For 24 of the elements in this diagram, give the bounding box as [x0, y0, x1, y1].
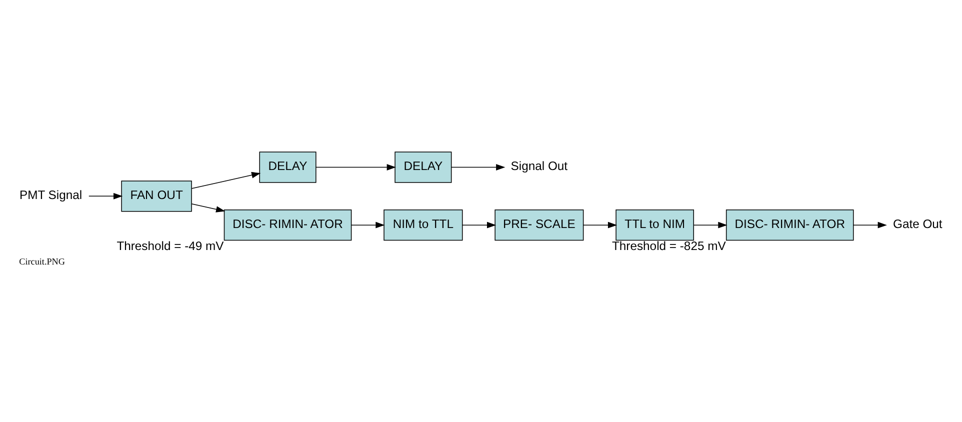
- node-box: PRE- SCALE: [494, 209, 584, 241]
- node-box: DELAY: [259, 152, 316, 183]
- arrow: [693, 222, 728, 228]
- node-box: TTL to NIM: [616, 209, 694, 241]
- caption: Circuit.PNG: [19, 256, 65, 266]
- arrow: [350, 222, 385, 228]
- node-box: DELAY: [394, 152, 452, 183]
- node-text: Signal Out: [510, 159, 568, 174]
- node-box: DISC- RIMIN- ATOR: [726, 209, 854, 241]
- node-label: Threshold = -825 mV: [612, 239, 726, 254]
- node-text: Gate Out: [893, 216, 942, 231]
- arrow: [462, 222, 496, 228]
- arrow: [88, 192, 123, 200]
- arrow: [316, 164, 396, 170]
- arrow: [451, 164, 506, 170]
- node-label: Threshold = -49 mV: [116, 239, 224, 254]
- node-text: PMT Signal: [20, 188, 82, 202]
- node-box: FAN OUT: [121, 180, 192, 212]
- node-box: NIM to TTL: [384, 209, 463, 241]
- arrow: [853, 222, 887, 228]
- node-box: DISC- RIMIN- ATOR: [224, 209, 352, 241]
- arrow: [191, 172, 261, 189]
- arrow: [583, 222, 618, 228]
- arrow: [191, 203, 226, 212]
